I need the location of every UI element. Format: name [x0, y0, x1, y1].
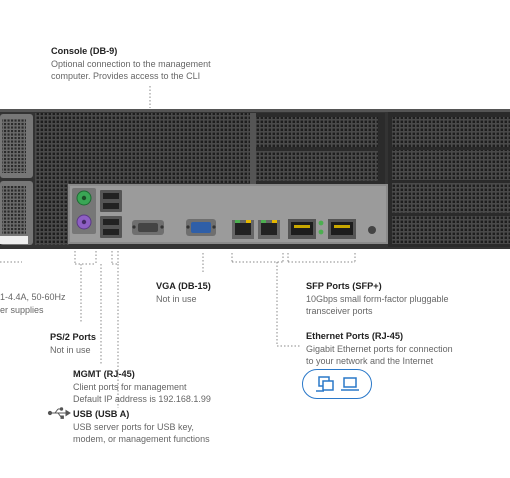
sfp-ports — [288, 219, 356, 239]
usb-icon — [47, 407, 71, 419]
vga-label: VGA (DB-15) Not in use — [156, 280, 211, 305]
sfp-title: SFP Ports (SFP+) — [306, 281, 382, 291]
console-label: Console (DB-9) Optional connection to th… — [51, 45, 211, 83]
ps2-ports — [72, 188, 96, 234]
sfp-label: SFP Ports (SFP+) 10Gbps small form-facto… — [306, 280, 449, 318]
ps2-desc: Not in use — [50, 344, 91, 355]
right-vent-panels — [388, 112, 510, 247]
sfp-desc-1: 10Gbps small form-factor pluggable — [306, 293, 449, 304]
power-supply-label: 1-4.4A, 50-60Hz er supplies — [0, 291, 66, 316]
ethernet-label: Ethernet Ports (RJ-45) Gigabit Ethernet … — [306, 330, 453, 368]
usb-desc-1: USB server ports for USB key, — [73, 421, 194, 432]
power-supply-bays — [0, 114, 33, 245]
ethernet-desc-1: Gigabit Ethernet ports for connection — [306, 343, 453, 354]
mgmt-desc-1: Client ports for management — [73, 381, 187, 392]
usb-desc-2: modem, or management functions — [73, 434, 210, 444]
usb-label: USB (USB A) USB server ports for USB key… — [73, 408, 210, 446]
console-db9-port — [132, 220, 164, 235]
center-vent — [35, 113, 255, 183]
ps2-label: PS/2 Ports Not in use — [50, 331, 96, 356]
vga-db15-port — [186, 219, 216, 236]
console-desc-2: computer. Provides access to the CLI — [51, 71, 201, 81]
leader-lines — [0, 86, 356, 408]
mgmt-rj45-ports — [232, 220, 280, 239]
screw-icon — [368, 226, 376, 234]
ethernet-desc-2: to your network and the Internet — [306, 356, 434, 366]
device-icons-pill — [302, 369, 372, 399]
mgmt-label: MGMT (RJ-45) Client ports for management… — [73, 368, 211, 406]
network-device-icon — [315, 375, 334, 392]
ps2-title: PS/2 Ports — [50, 332, 96, 342]
sfp-desc-2: transceiver ports — [306, 306, 373, 316]
power-desc-2: er supplies — [0, 304, 44, 315]
ethernet-title: Ethernet Ports (RJ-45) — [306, 331, 403, 341]
mgmt-title: MGMT (RJ-45) — [73, 369, 135, 379]
vga-title: VGA (DB-15) — [156, 281, 211, 291]
mgmt-desc-2: Default IP address is 192.168.1.99 — [73, 394, 211, 404]
vga-desc: Not in use — [156, 293, 197, 304]
laptop-icon — [340, 376, 359, 391]
console-desc-1: Optional connection to the management — [51, 58, 211, 69]
power-desc-1: 1-4.4A, 50-60Hz — [0, 292, 66, 302]
usb-ports — [100, 190, 122, 238]
usb-title: USB (USB A) — [73, 409, 130, 419]
console-title: Console (DB-9) — [51, 46, 118, 56]
